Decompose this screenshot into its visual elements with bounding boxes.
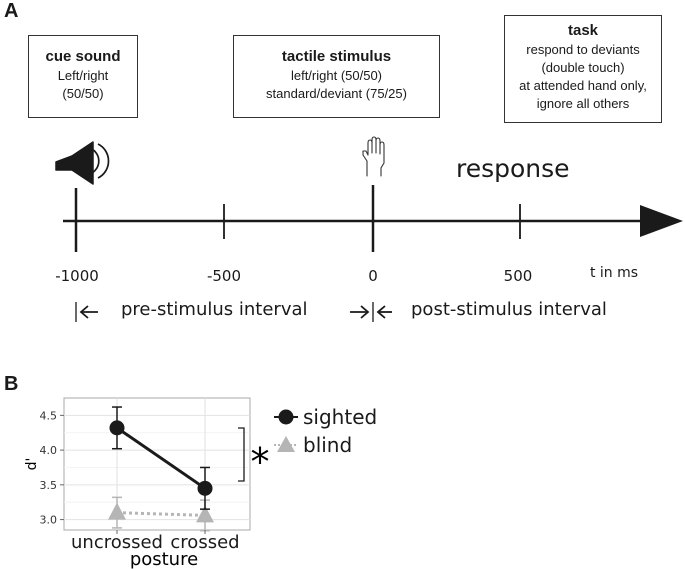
point-sighted-uncrossed [109, 420, 125, 436]
y-axis-label: d' [24, 458, 40, 471]
legend-marker-sighted [274, 409, 298, 425]
legend-label-sighted: sighted [303, 405, 378, 429]
x-axis-label: posture [130, 549, 198, 569]
point-sighted-crossed [197, 480, 213, 496]
cue-sound-line1: Left/right [57, 68, 109, 83]
y-tick-label: 4.0 [40, 444, 58, 457]
cue-sound-box: cue sound Left/right (50/50) [28, 35, 138, 118]
series-sighted [109, 406, 213, 510]
tactile-stimulus-line1: left/right (50/50) [290, 68, 383, 83]
panel-a-letter: A [4, 0, 19, 22]
dprime-chart: 3.0 3.5 4.0 4.5 d' uncrossed crossed posture… [24, 397, 270, 569]
point-blind-uncrossed [108, 502, 126, 520]
tactile-stimulus-box: tactile stimulus left/right (50/50) stan… [233, 35, 440, 118]
y-axis: 3.0 3.5 4.0 4.5 [40, 409, 64, 527]
cue-sound-title: cue sound [45, 48, 121, 65]
panel-b-letter: B [4, 373, 19, 395]
task-box: task respond to deviants (double touch) … [504, 15, 662, 123]
tick-label-0: 0 [368, 267, 378, 285]
legend [274, 409, 298, 452]
series-line-sighted [116, 426, 206, 490]
tick-label-minus-500: -500 [206, 267, 242, 285]
legend-label-blind: blind [303, 433, 353, 457]
x-tick-label-crossed: crossed [170, 532, 239, 553]
pre-stimulus-interval-label: pre-stimulus interval [121, 299, 308, 320]
x-axis: uncrossed crossed [71, 530, 240, 553]
series-blind [108, 496, 214, 532]
series-layer [108, 406, 214, 532]
cue-sound-line2: (50/50) [62, 86, 104, 101]
series-line-blind [116, 511, 206, 517]
tactile-stimulus-line2: standard/deviant (75/25) [266, 86, 407, 101]
task-line2: (double touch) [541, 60, 625, 75]
timeline-diagram [55, 136, 683, 322]
task-line4: ignore all others [536, 96, 630, 111]
time-arrowhead [640, 205, 683, 237]
task-line1: respond to deviants [526, 42, 640, 57]
significance-star: * [251, 440, 270, 484]
significance-bracket [238, 427, 245, 482]
post-stimulus-interval-label: post-stimulus interval [411, 299, 607, 320]
tick-label-500: 500 [503, 267, 533, 285]
plot-panel [63, 397, 251, 531]
speaker-icon [55, 141, 110, 185]
task-title: task [567, 22, 599, 39]
y-tick-label: 3.5 [40, 479, 58, 492]
hand-icon [362, 136, 385, 177]
y-tick-label: 3.0 [40, 514, 58, 527]
tick-label-minus-1000: -1000 [55, 267, 99, 285]
tactile-stimulus-title: tactile stimulus [281, 48, 392, 65]
y-tick-label: 4.5 [40, 409, 58, 422]
point-blind-crossed [196, 505, 214, 523]
x-tick-label-uncrossed: uncrossed [71, 532, 163, 553]
response-label: response [456, 154, 570, 183]
axis-unit-label: t in ms [589, 265, 639, 281]
legend-marker-blind [274, 436, 298, 452]
task-line3: at attended hand only, [519, 78, 647, 93]
